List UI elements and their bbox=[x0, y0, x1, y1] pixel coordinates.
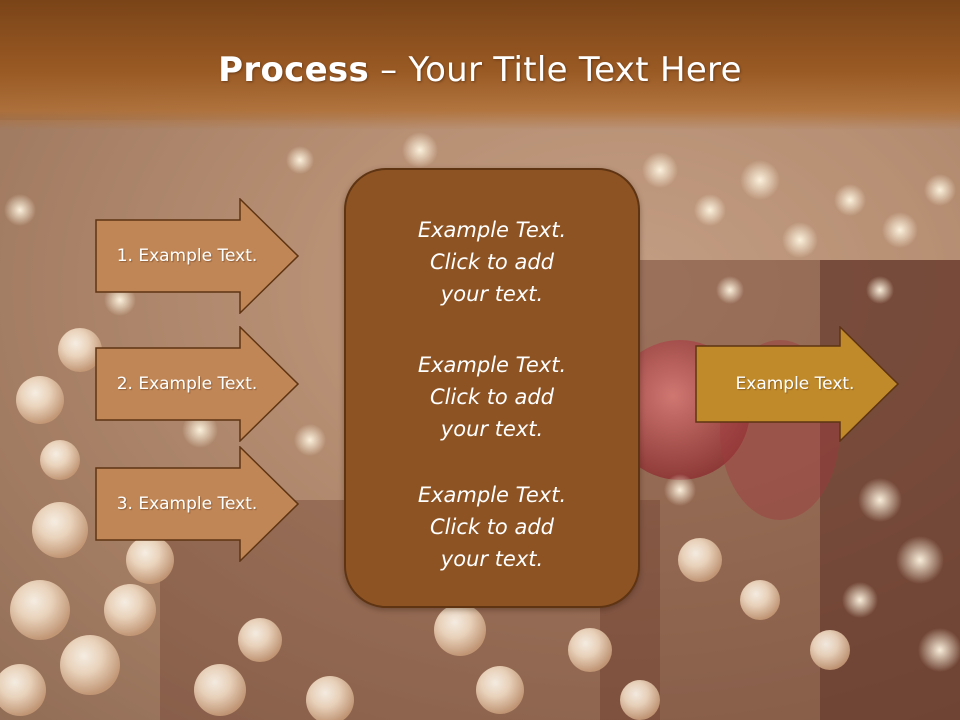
step-arrow-1[interactable]: 1. Example Text. bbox=[95, 198, 299, 314]
center-text-line: Example Text. bbox=[417, 483, 567, 507]
step-arrow-2[interactable]: 2. Example Text. bbox=[95, 326, 299, 442]
center-text-line: your text. bbox=[440, 547, 544, 571]
center-text-line: Click to add bbox=[429, 385, 554, 409]
arrow-shape bbox=[95, 198, 299, 314]
center-text-line: Example Text. bbox=[417, 353, 567, 377]
center-text-line: Click to add bbox=[429, 515, 554, 539]
title-separator: – bbox=[369, 50, 409, 90]
output-label: Example Text. bbox=[735, 374, 855, 394]
arrow-shape bbox=[695, 326, 899, 442]
arrow-shape bbox=[95, 326, 299, 442]
center-text-line: Example Text. bbox=[417, 218, 567, 242]
title-band bbox=[0, 0, 960, 130]
center-text-block-2: Example Text. Click to add your text. bbox=[346, 349, 638, 445]
step-label-1: 1. Example Text. bbox=[116, 246, 258, 266]
title-bold: Process bbox=[218, 50, 370, 90]
slide-title[interactable]: Process – Your Title Text Here bbox=[0, 50, 960, 90]
center-text-block-1: Example Text. Click to add your text. bbox=[346, 214, 638, 310]
step-arrow-3[interactable]: 3. Example Text. bbox=[95, 446, 299, 562]
output-arrow[interactable]: Example Text. bbox=[695, 326, 899, 442]
center-text-line: your text. bbox=[440, 282, 544, 306]
step-label-2: 2. Example Text. bbox=[116, 374, 258, 394]
title-rest: Your Title Text Here bbox=[408, 50, 742, 90]
step-label-3: 3. Example Text. bbox=[116, 494, 258, 514]
center-content-box[interactable]: Example Text. Click to add your text. Ex… bbox=[344, 168, 640, 608]
arrow-shape bbox=[95, 446, 299, 562]
center-text-line: Click to add bbox=[429, 250, 554, 274]
center-text-block-3: Example Text. Click to add your text. bbox=[346, 479, 638, 575]
center-text-line: your text. bbox=[440, 417, 544, 441]
